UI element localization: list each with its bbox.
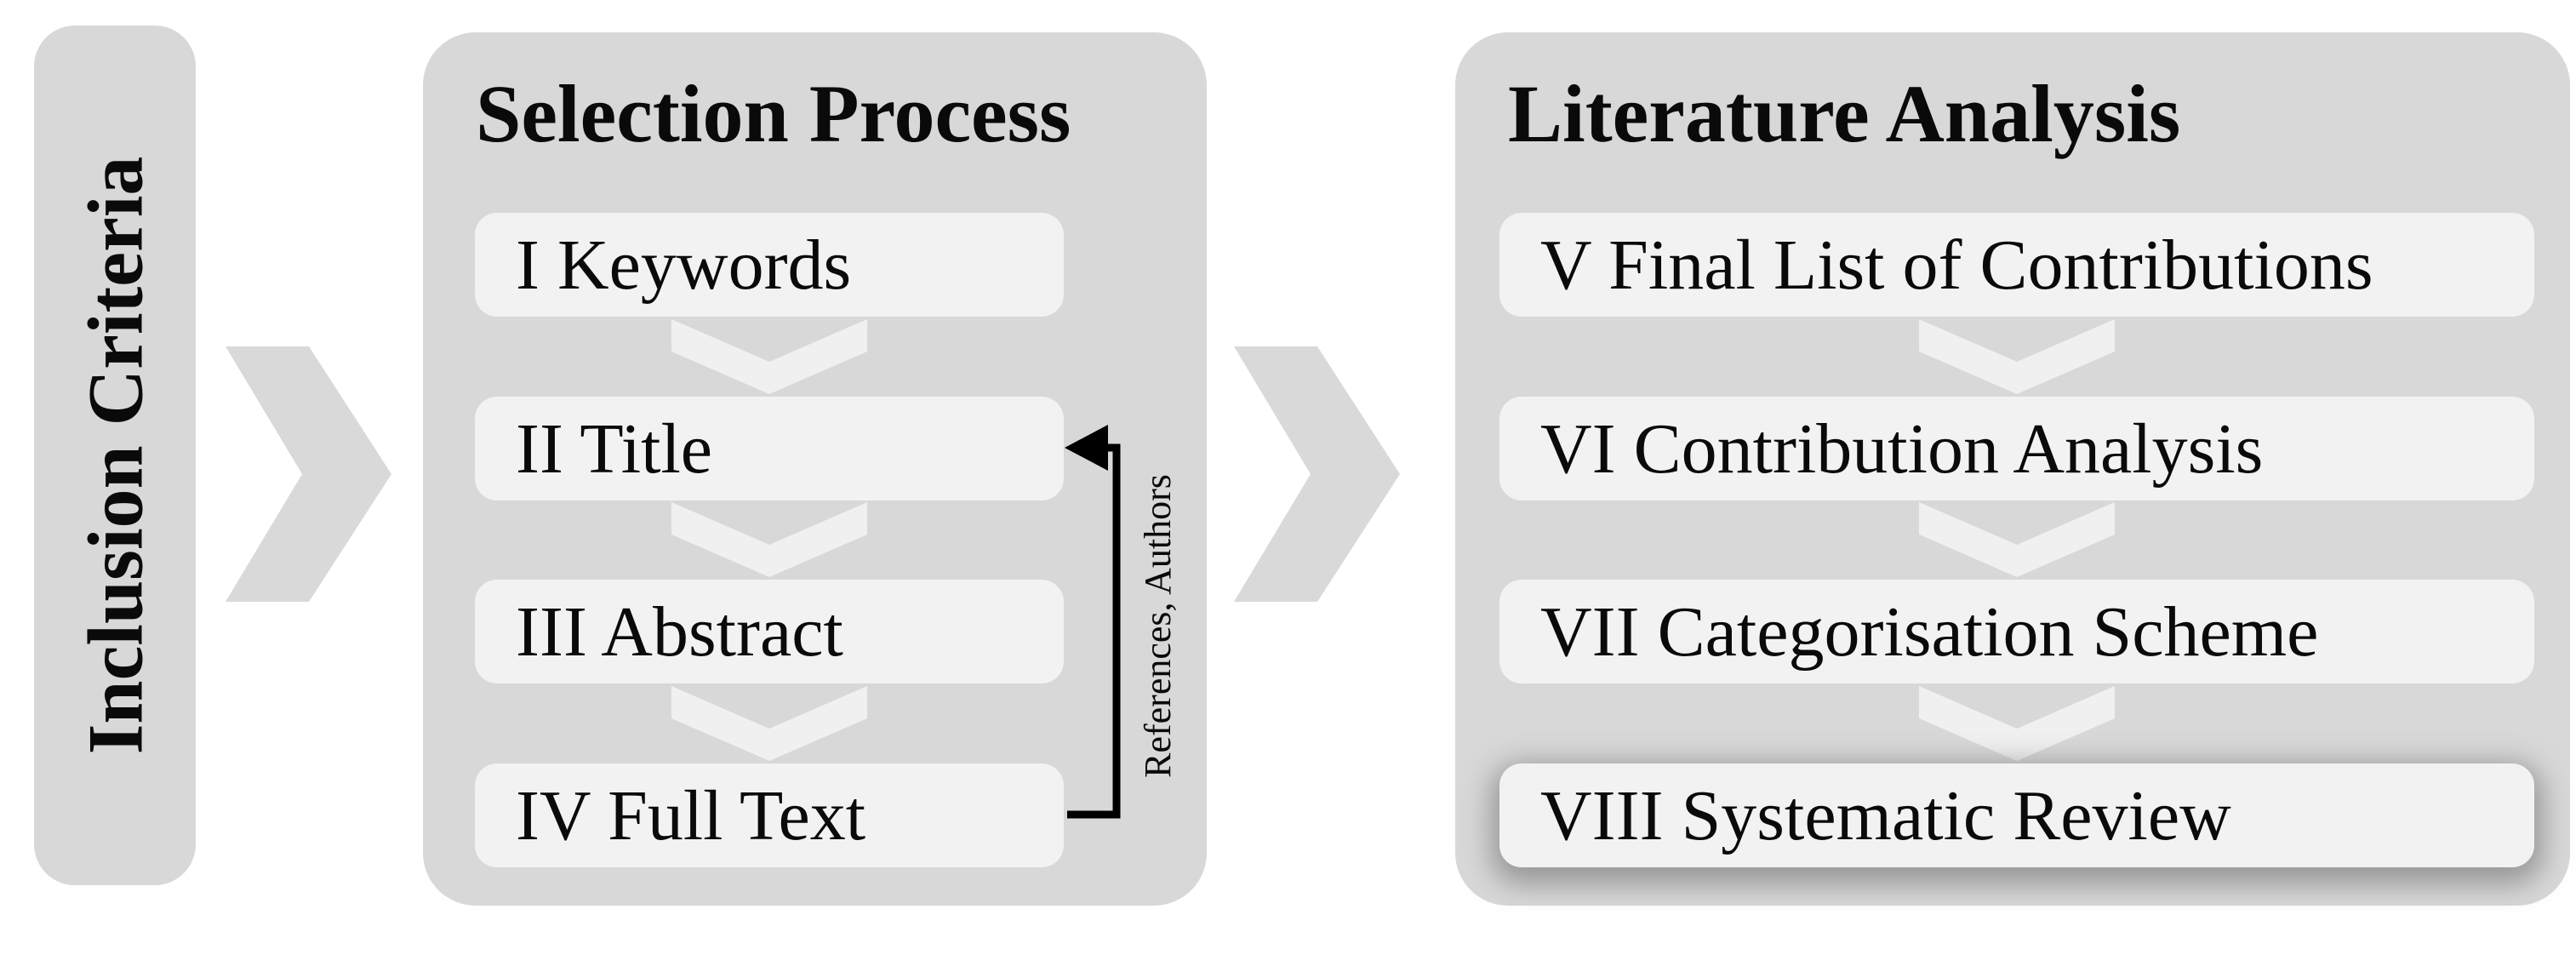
- flow-chevron-right-icon: [1234, 346, 1400, 602]
- step-contribution-analysis-label: VI Contribution Analysis: [1540, 409, 2264, 489]
- step-systematic-review-label: VIII Systematic Review: [1540, 775, 2231, 855]
- feedback-arrow-label-box: References, Authors: [1117, 426, 1198, 826]
- step-full-text: IV Full Text: [475, 763, 1064, 867]
- step-keywords-label: I Keywords: [516, 225, 852, 305]
- chevron-down-icon: [1919, 319, 2115, 394]
- selection-process-title: Selection Process: [476, 68, 1071, 159]
- flow-chevron-right-icon: [226, 346, 391, 602]
- step-keywords: I Keywords: [475, 213, 1064, 317]
- step-full-text-label: IV Full Text: [516, 775, 866, 855]
- step-abstract: III Abstract: [475, 580, 1064, 683]
- chevron-down-icon: [1919, 686, 2115, 761]
- step-abstract-label: III Abstract: [516, 592, 843, 672]
- step-title: II Title: [475, 397, 1064, 500]
- literature-analysis-title: Literature Analysis: [1508, 68, 2181, 159]
- chevron-down-icon: [671, 319, 867, 394]
- selection-process-panel: Selection Process I Keywords II Title II…: [423, 32, 1207, 906]
- step-final-list-label: V Final List of Contributions: [1540, 225, 2373, 305]
- step-title-label: II Title: [516, 409, 713, 489]
- step-systematic-review: VIII Systematic Review: [1499, 763, 2534, 867]
- step-final-list: V Final List of Contributions: [1499, 213, 2534, 317]
- chevron-down-icon: [671, 502, 867, 577]
- feedback-arrow-label: References, Authors: [1136, 473, 1179, 778]
- literature-analysis-panel: Literature Analysis V Final List of Cont…: [1455, 32, 2570, 906]
- step-categorisation-scheme-label: VII Categorisation Scheme: [1540, 592, 2319, 672]
- inclusion-criteria-bar: Inclusion Criteria: [34, 26, 196, 885]
- inclusion-criteria-label: Inclusion Criteria: [71, 156, 159, 755]
- chevron-down-icon: [1919, 502, 2115, 577]
- step-contribution-analysis: VI Contribution Analysis: [1499, 397, 2534, 500]
- chevron-down-icon: [671, 686, 867, 761]
- step-categorisation-scheme: VII Categorisation Scheme: [1499, 580, 2534, 683]
